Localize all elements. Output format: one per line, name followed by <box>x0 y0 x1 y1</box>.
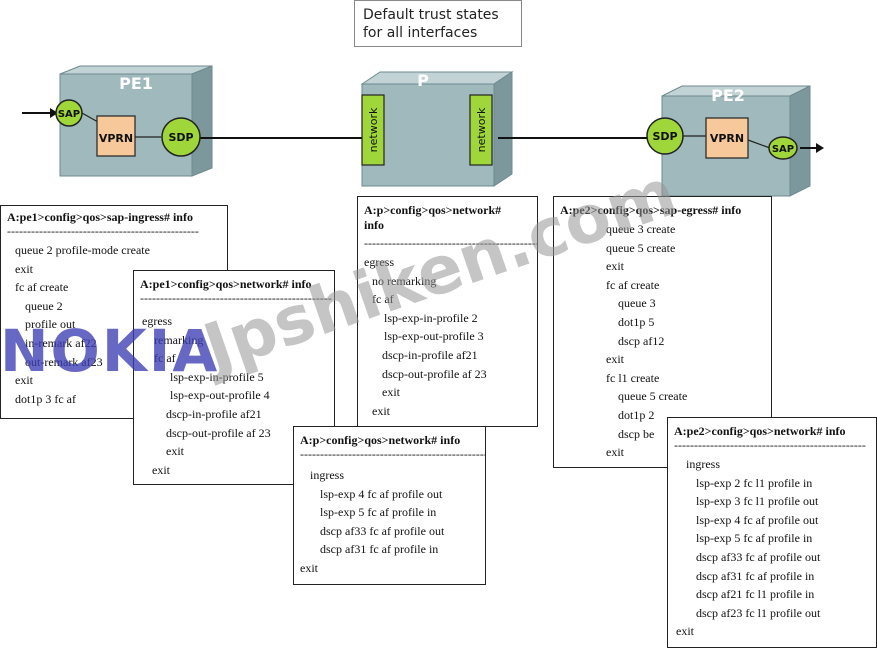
svg-text:SAP: SAP <box>772 144 794 155</box>
config-line: exit <box>372 403 390 418</box>
config-line: exit <box>15 373 33 388</box>
config-header: A:pe2>config>qos>network# info <box>674 424 846 438</box>
note-line-2: for all interfaces <box>363 25 478 41</box>
config-line: lsp-exp 4 fc af profile out <box>696 512 819 527</box>
pe1-label: PE1 <box>119 74 153 93</box>
config-header: A:pe1>config>qos>network# info <box>140 277 312 291</box>
arrowhead-out <box>816 143 824 153</box>
config-line: queue 3 create <box>606 222 676 236</box>
svg-text:network: network <box>367 107 380 152</box>
separator: ----------------------------------------… <box>674 439 866 452</box>
config-line: dscp be <box>618 426 655 441</box>
config-line: lsp-exp-in-profile 2 <box>384 310 478 325</box>
pe1-sap: SAP <box>55 99 83 127</box>
config-line: egress <box>142 314 172 328</box>
separator: ----------------------------------------… <box>140 292 332 305</box>
config-line: queue 2 profile-mode create <box>15 243 150 257</box>
config-line: exit <box>606 352 624 367</box>
p-network-egress-config: A:p>config>qos>network# info -----------… <box>357 196 538 427</box>
config-line: profile out <box>25 317 76 332</box>
links <box>22 112 818 149</box>
config-header-cont: info <box>364 218 385 232</box>
config-line: fc l1 create <box>606 370 660 385</box>
config-line: dscp-out-profile af 23 <box>166 425 271 440</box>
config-line: dot1p 2 <box>618 407 655 422</box>
config-line: lsp-exp 4 fc af profile out <box>320 486 443 501</box>
config-line: dscp af12 <box>618 333 665 348</box>
config-line: out-remark af23 <box>25 354 103 369</box>
config-line: lsp-exp 5 fc af profile in <box>320 505 437 520</box>
p-network-right: network <box>469 94 493 166</box>
config-line: dscp-in-profile af21 <box>382 347 478 362</box>
config-header: A:pe2>config>qos>sap-egress# info <box>560 203 742 217</box>
pe2-sap: SAP <box>768 136 798 160</box>
config-header: A:p>config>qos>network# <box>364 203 502 217</box>
config-line: ingress <box>310 468 344 482</box>
config-line: ingress <box>686 457 720 471</box>
separator: ----------------------------------------… <box>364 236 537 250</box>
config-line: dot1p 3 fc af <box>15 391 76 406</box>
config-line: exit <box>300 560 318 575</box>
config-line: dscp-out-profile af 23 <box>382 366 487 381</box>
config-line: in-remark af22 <box>25 335 97 350</box>
config-line: lsp-exp-out-profile 3 <box>384 329 484 344</box>
svg-text:SAP: SAP <box>58 109 80 120</box>
pe1-sdp: SDP <box>161 117 201 157</box>
config-header: A:pe1>config>qos>sap-ingress# info <box>7 210 193 224</box>
pe1-vprn: VPRN <box>96 115 136 157</box>
separator: ----------------------------------------… <box>300 448 485 461</box>
svg-text:VPRN: VPRN <box>99 132 133 145</box>
svg-text:network: network <box>475 107 488 152</box>
config-line: egress <box>364 255 394 269</box>
config-line: queue 3 <box>618 296 656 311</box>
config-line: exit <box>606 259 624 274</box>
config-line: exit <box>676 624 694 639</box>
config-line: lsp-exp 2 fc l1 profile in <box>696 475 813 490</box>
config-line: exit <box>152 462 170 477</box>
pe1-network-config: A:pe1>config>qos>network# info ---------… <box>133 270 335 485</box>
p-network-left: network <box>361 94 385 166</box>
config-line: dscp af21 fc l1 profile in <box>696 587 815 602</box>
config-line: dscp-in-profile af21 <box>166 406 262 421</box>
config-line: dscp af31 fc af profile in <box>696 568 815 583</box>
config-line: lsp-exp-out-profile 4 <box>170 388 270 403</box>
p-network-ingress-config: A:p>config>qos>network# info -----------… <box>293 426 486 585</box>
svg-text:SDP: SDP <box>652 130 677 143</box>
pe2-vprn: VPRN <box>705 117 749 159</box>
config-line: lsp-exp-in-profile 5 <box>170 369 264 384</box>
config-line: remarking <box>154 332 204 347</box>
trust-state-note: Default trust states for all interfaces <box>354 0 522 47</box>
svg-text:SDP: SDP <box>168 131 193 144</box>
separator: ----------------------------------------… <box>7 225 199 238</box>
config-line: exit <box>166 444 184 459</box>
config-line: dscp af31 fc af profile in <box>320 542 439 557</box>
svg-text:VPRN: VPRN <box>710 132 744 145</box>
arrowhead-in <box>50 108 58 118</box>
config-line: fc af create <box>15 280 69 295</box>
config-header: A:p>config>qos>network# info <box>300 433 461 447</box>
config-line: no remarking <box>372 273 437 288</box>
config-line: exit <box>382 385 400 400</box>
config-line: queue 5 create <box>606 240 676 255</box>
config-line: dscp af23 fc l1 profile out <box>696 605 821 620</box>
config-line: dscp af33 fc af profile out <box>696 549 821 564</box>
config-line: fc af <box>154 351 176 366</box>
note-line-1: Default trust states <box>363 7 499 23</box>
config-line: lsp-exp 3 fc l1 profile out <box>696 494 819 509</box>
config-line: exit <box>15 261 33 276</box>
config-line: exit <box>606 445 624 460</box>
pe2-sdp: SDP <box>646 117 684 155</box>
pe2-label: PE2 <box>711 86 745 105</box>
p-label: P <box>417 71 429 90</box>
config-line: dscp af33 fc af profile out <box>320 523 445 538</box>
config-line: fc af create <box>606 277 660 292</box>
config-line: fc af <box>372 292 394 307</box>
config-line: dot1p 5 <box>618 314 655 329</box>
config-line: lsp-exp 5 fc af profile in <box>696 531 813 546</box>
config-line: queue 2 <box>25 298 63 313</box>
pe2-network-config: A:pe2>config>qos>network# info ---------… <box>667 417 877 648</box>
config-line: queue 5 create <box>618 389 688 404</box>
